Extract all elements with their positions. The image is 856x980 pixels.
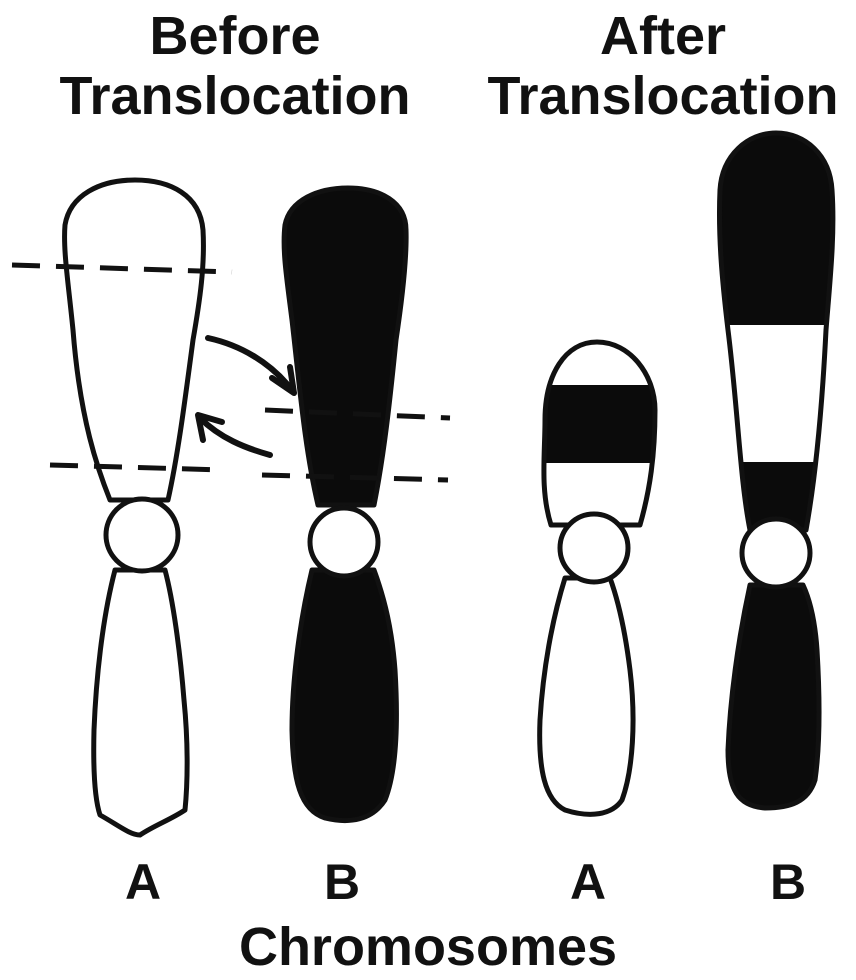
before-a-upper-arm xyxy=(65,180,204,500)
label-before-b: B xyxy=(302,852,382,912)
after-chromosome-a xyxy=(530,342,670,814)
before-a-centromere xyxy=(106,499,178,571)
before-b-lower-arm xyxy=(292,570,396,821)
after-chromosome-b xyxy=(700,133,850,808)
after-b-centromere xyxy=(742,519,810,587)
after-b-lower-arm xyxy=(728,585,819,808)
label-after-b: B xyxy=(748,852,828,912)
before-b-upper-arm xyxy=(284,188,406,505)
break-line-b-lower xyxy=(262,475,448,480)
after-a-dark-band xyxy=(530,385,670,463)
after-a-centromere xyxy=(560,514,628,582)
after-a-lower-arm xyxy=(540,578,633,814)
exchange-arrows xyxy=(198,338,294,455)
chromosomes-caption: Chromosomes xyxy=(0,915,856,979)
label-before-a: A xyxy=(103,852,183,912)
arrow-b-to-a xyxy=(200,418,270,455)
before-chromosome-b xyxy=(284,188,406,821)
before-a-lower-arm xyxy=(94,570,187,835)
label-after-a: A xyxy=(548,852,628,912)
before-chromosome-a xyxy=(65,180,204,835)
before-b-centromere xyxy=(310,508,378,576)
